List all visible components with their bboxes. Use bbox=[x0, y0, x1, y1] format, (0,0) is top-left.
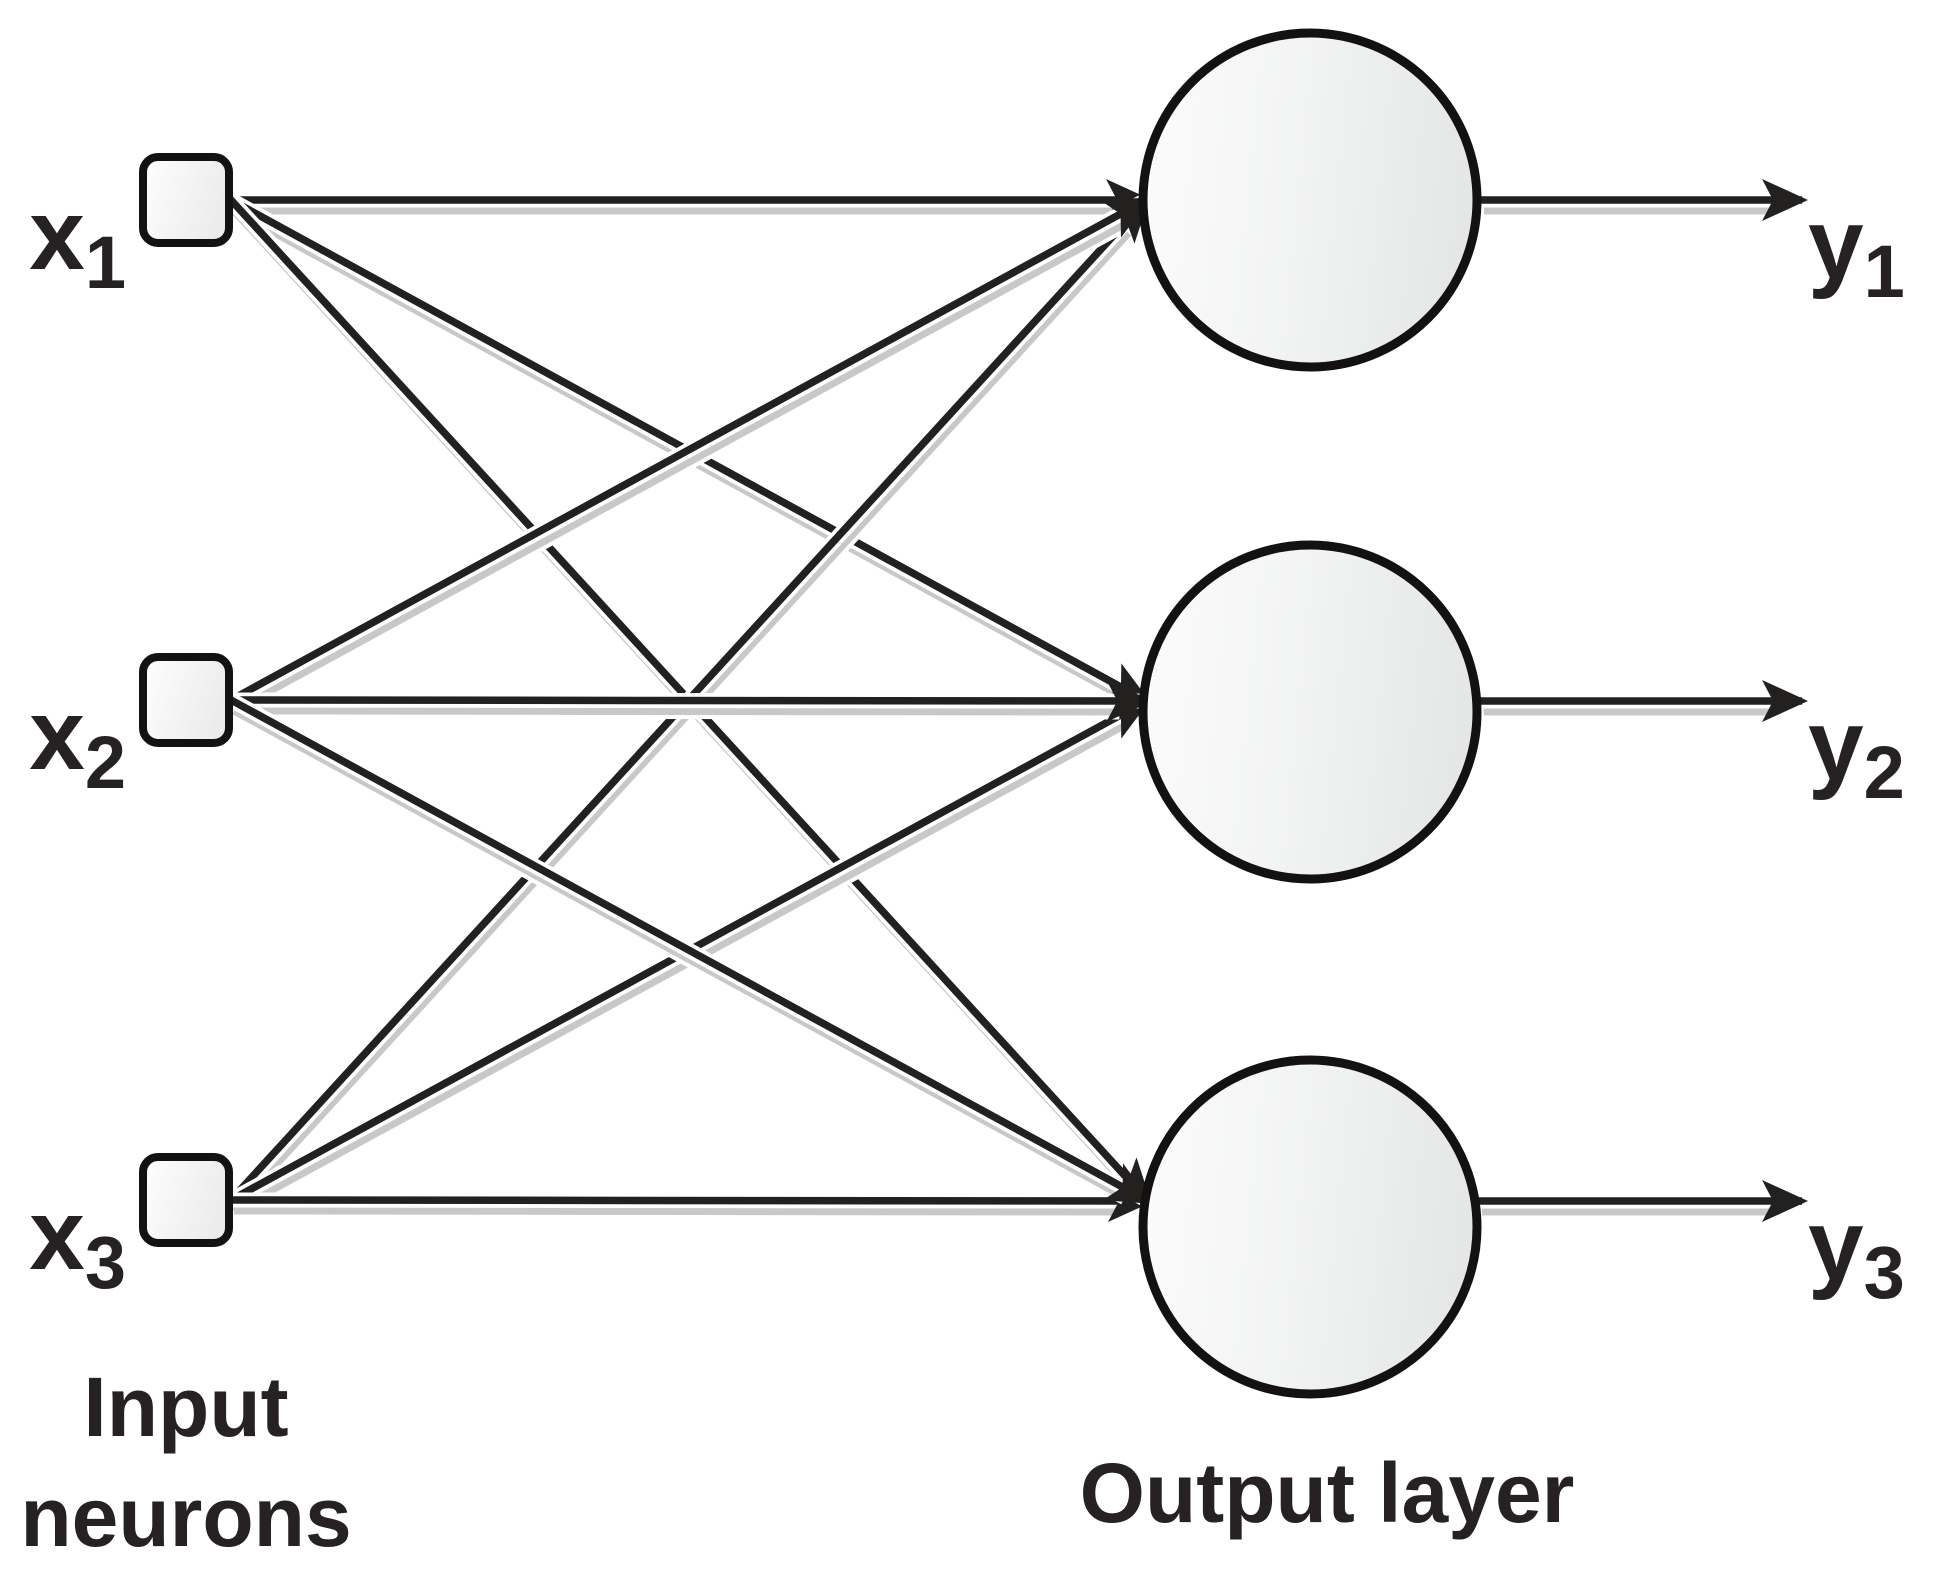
output-label-y3-sub: 3 bbox=[1863, 1231, 1905, 1315]
input-label-x3-sub: 3 bbox=[84, 1221, 126, 1305]
output-node-y3 bbox=[1138, 1055, 1482, 1399]
output-node-y1 bbox=[1138, 28, 1482, 372]
input-label-x2: x2 bbox=[6, 685, 126, 800]
input-label-x3-base: x bbox=[29, 1179, 85, 1291]
connection-x2-y3 bbox=[227, 693, 1154, 1208]
connections-layer bbox=[225, 179, 1155, 1222]
input-label-x1: x1 bbox=[6, 185, 126, 300]
connection-x1-y1 bbox=[231, 179, 1152, 221]
input-label-x1-sub: 1 bbox=[84, 221, 126, 305]
input-label-x3: x3 bbox=[6, 1185, 126, 1300]
output-arrow-y2 bbox=[1474, 680, 1808, 722]
output-layer-caption: Output layer bbox=[1067, 1438, 1587, 1548]
output-label-y3: y3 bbox=[1808, 1195, 1905, 1310]
input-label-x2-sub: 2 bbox=[84, 721, 126, 805]
output-arrow-y3 bbox=[1472, 1180, 1808, 1222]
output-label-y2-sub: 2 bbox=[1863, 731, 1905, 815]
output-node-y2 bbox=[1138, 540, 1482, 884]
input-caption-line2: neurons bbox=[20, 1470, 352, 1565]
input-node-x1 bbox=[139, 153, 233, 247]
input-layer-caption: Input neurons bbox=[0, 1352, 372, 1572]
output-label-y1-sub: 1 bbox=[1863, 230, 1905, 314]
nodes-layer bbox=[139, 28, 1482, 1399]
output-label-y1-base: y bbox=[1808, 188, 1864, 300]
connection-x2-y1 bbox=[227, 193, 1152, 718]
output-label-y1: y1 bbox=[1808, 194, 1905, 309]
input-label-x2-base: x bbox=[29, 679, 85, 791]
output-label-y2: y2 bbox=[1808, 695, 1905, 810]
output-arrows-layer bbox=[1472, 179, 1808, 1222]
input-node-x2 bbox=[139, 653, 233, 747]
input-caption-line1: Input bbox=[83, 1360, 289, 1454]
connection-x3-y3 bbox=[230, 1179, 1155, 1222]
output-label-y2-base: y bbox=[1808, 689, 1864, 801]
input-node-x3 bbox=[139, 1153, 233, 1247]
output-arrow-y1 bbox=[1475, 179, 1808, 221]
input-label-x1-base: x bbox=[29, 179, 85, 291]
output-label-y3-base: y bbox=[1808, 1189, 1864, 1301]
connection-x2-y2 bbox=[230, 679, 1153, 722]
output-caption-text: Output layer bbox=[1079, 1446, 1575, 1540]
